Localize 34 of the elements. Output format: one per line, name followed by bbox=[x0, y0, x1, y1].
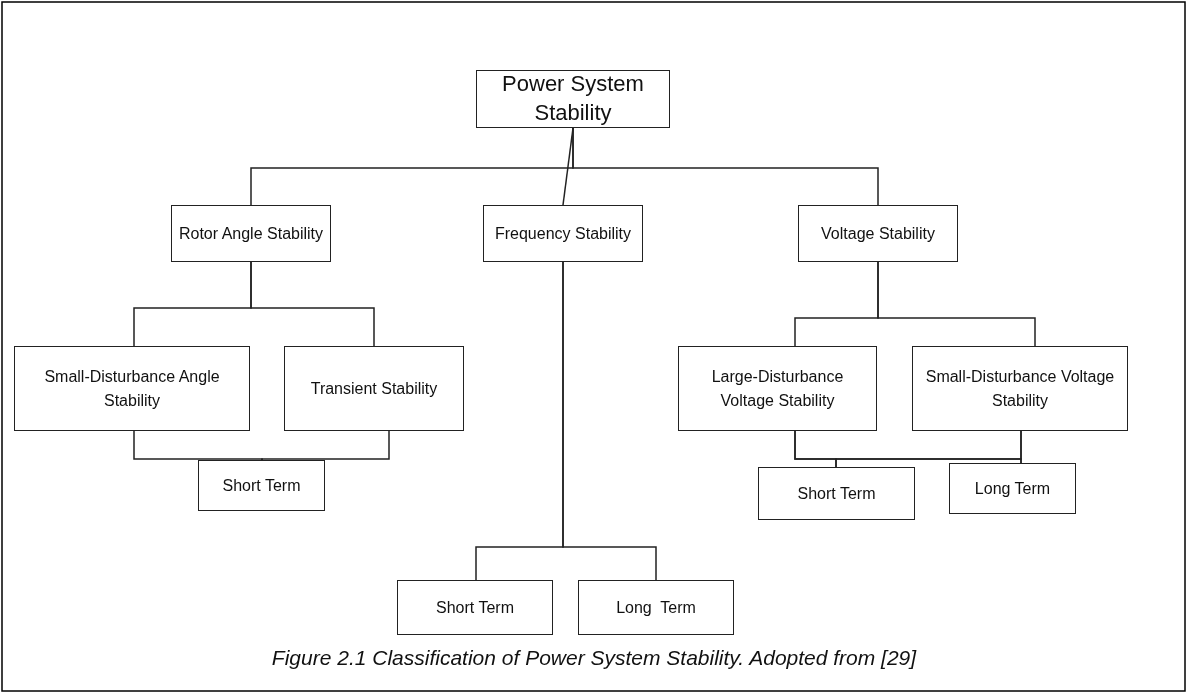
connector-line bbox=[877, 261, 1036, 347]
category-label: Power System Stability bbox=[501, 70, 645, 127]
category-label: Large-Disturbance Voltage Stability bbox=[710, 367, 845, 411]
category-box bbox=[578, 580, 734, 635]
category-label: Short Term bbox=[436, 597, 514, 618]
category-label: Long Term bbox=[616, 597, 696, 618]
category-label: Voltage Stability bbox=[821, 223, 935, 244]
category-box bbox=[198, 460, 325, 511]
category-label: Short Term bbox=[222, 475, 301, 496]
connector-line bbox=[261, 430, 390, 461]
connector-line bbox=[133, 430, 263, 461]
connector-line bbox=[572, 127, 879, 206]
category-box bbox=[14, 346, 250, 431]
category-label: Long Term bbox=[974, 478, 1051, 499]
category-box bbox=[171, 205, 331, 262]
category-box bbox=[912, 346, 1128, 431]
category-label: Small-Disturbance Voltage Stability bbox=[924, 367, 1116, 411]
category-box bbox=[949, 463, 1076, 514]
category-label: Short Term bbox=[797, 483, 876, 504]
category-label: Frequency Stability bbox=[494, 223, 632, 244]
category-box bbox=[798, 205, 958, 262]
category-box bbox=[678, 346, 877, 431]
category-box bbox=[483, 205, 643, 262]
category-box bbox=[397, 580, 553, 635]
connector-line bbox=[250, 261, 375, 347]
category-box bbox=[476, 70, 670, 128]
category-label: Rotor Angle Stability bbox=[178, 223, 324, 244]
connector-line bbox=[562, 261, 657, 581]
category-box bbox=[284, 346, 464, 431]
connector-line bbox=[1020, 430, 1022, 464]
category-box bbox=[758, 467, 915, 520]
category-label: Transient Stability bbox=[310, 378, 438, 399]
figure-caption: Figure 2.1 Classification of Power System Stability. Adopted from [29] bbox=[270, 646, 918, 670]
category-label: Small-Disturbance Angle Stability bbox=[43, 367, 221, 411]
